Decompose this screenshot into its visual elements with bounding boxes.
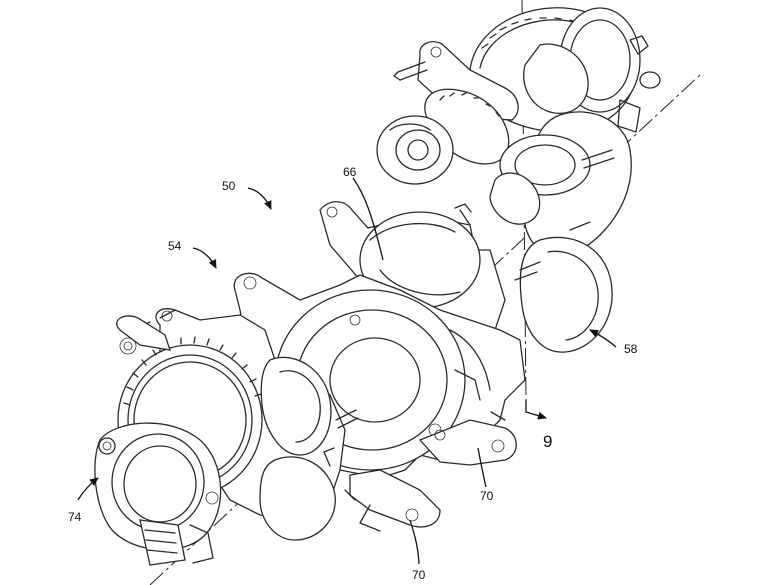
leader-line-66 [352, 177, 384, 261]
lower-flange-right [418, 419, 517, 466]
leader-line-70-lower [409, 519, 420, 565]
lower-flange-left [349, 469, 441, 532]
front-drive-flange [94, 422, 222, 566]
label-66: 66 [343, 165, 357, 179]
section-arrow [525, 400, 547, 420]
label-section-9: 9 [543, 432, 552, 451]
leader-arrow-74 [77, 477, 99, 501]
label-74: 74 [68, 510, 82, 524]
label-50: 50 [222, 179, 236, 193]
label-70-lower: 70 [412, 568, 426, 582]
label-54: 54 [168, 239, 182, 253]
label-70-right: 70 [480, 489, 494, 503]
rear-end-plate [489, 111, 632, 256]
leader-line-70-right [477, 447, 487, 488]
bolt-details [323, 409, 506, 501]
leader-arrow-58 [589, 329, 617, 348]
leader-arrow-50 [247, 187, 272, 210]
label-58: 58 [624, 342, 638, 356]
right-crank-web [514, 236, 613, 353]
leader-arrow-54 [192, 247, 217, 269]
mid-journal-assembly [376, 88, 510, 185]
